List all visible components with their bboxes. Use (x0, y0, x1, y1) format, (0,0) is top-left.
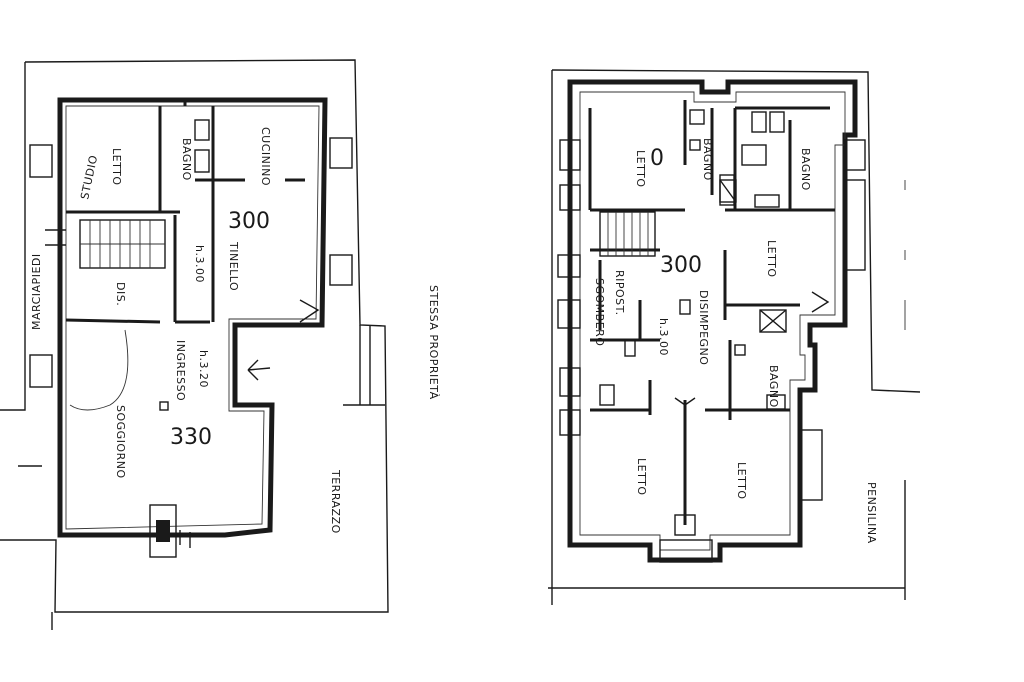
label-bagno-top: BAGNO (701, 138, 714, 181)
label-letto-right: LETTO (765, 240, 778, 277)
label-letto-bl: LETTO (635, 458, 648, 495)
label-cucinino: CUCININO (259, 127, 272, 186)
fireplace (149, 504, 177, 558)
label-ceiling-entry: h.3.20 (197, 350, 210, 388)
area-300-right: 300 (660, 253, 702, 278)
label-soggiorno: SOGGIORNO (114, 405, 127, 479)
label-letto-tl: LETTO (634, 150, 647, 187)
right-stairs (599, 211, 656, 257)
area-330: 330 (170, 425, 212, 450)
label-bagno-small: BAGNO (767, 365, 780, 408)
area-300-left: 300 (228, 209, 270, 234)
label-terrazzo: TERRAZZO (329, 469, 342, 534)
label-ripostiglio: RIPOST. (613, 270, 626, 316)
label-marciapiedi: MARCIAPIEDI (30, 253, 43, 330)
label-letto-br: LETTO (735, 462, 748, 499)
right-floor-plan: LETTO 0 BAGNO BAGNO LETTO 300 SGOMBERO R… (548, 69, 921, 605)
label-tinello: TINELLO (227, 241, 240, 291)
left-floor-plan: STUDIO LETTO BAGNO CUCININO 300 TINELLO … (0, 59, 389, 630)
label-disimpegno: DISIMPEGNO (697, 290, 710, 365)
note-stessa-proprieta: STESSA PROPRIETÀ (427, 285, 440, 400)
label-pensilina: PENSILINA (865, 482, 878, 544)
right-bath-fixtures (599, 109, 787, 410)
right-windows (557, 139, 866, 563)
left-stairs (79, 219, 166, 269)
label-ceiling-top-left: h.3.00 (193, 245, 206, 283)
label-sgombero: SGOMBERO (593, 278, 606, 346)
label-studio: STUDIO (78, 154, 100, 201)
area-letto-tl-mark: 0 (650, 146, 664, 171)
label-ingresso: INGRESSO (174, 340, 187, 401)
label-bagno-left: BAGNO (180, 138, 193, 181)
left-windows (18, 137, 353, 467)
label-letto-left: LETTO (110, 148, 123, 185)
label-ceiling-right: h.3.00 (657, 318, 670, 356)
label-bagno-right: BAGNO (799, 148, 812, 191)
label-dis: DIS. (114, 282, 127, 306)
